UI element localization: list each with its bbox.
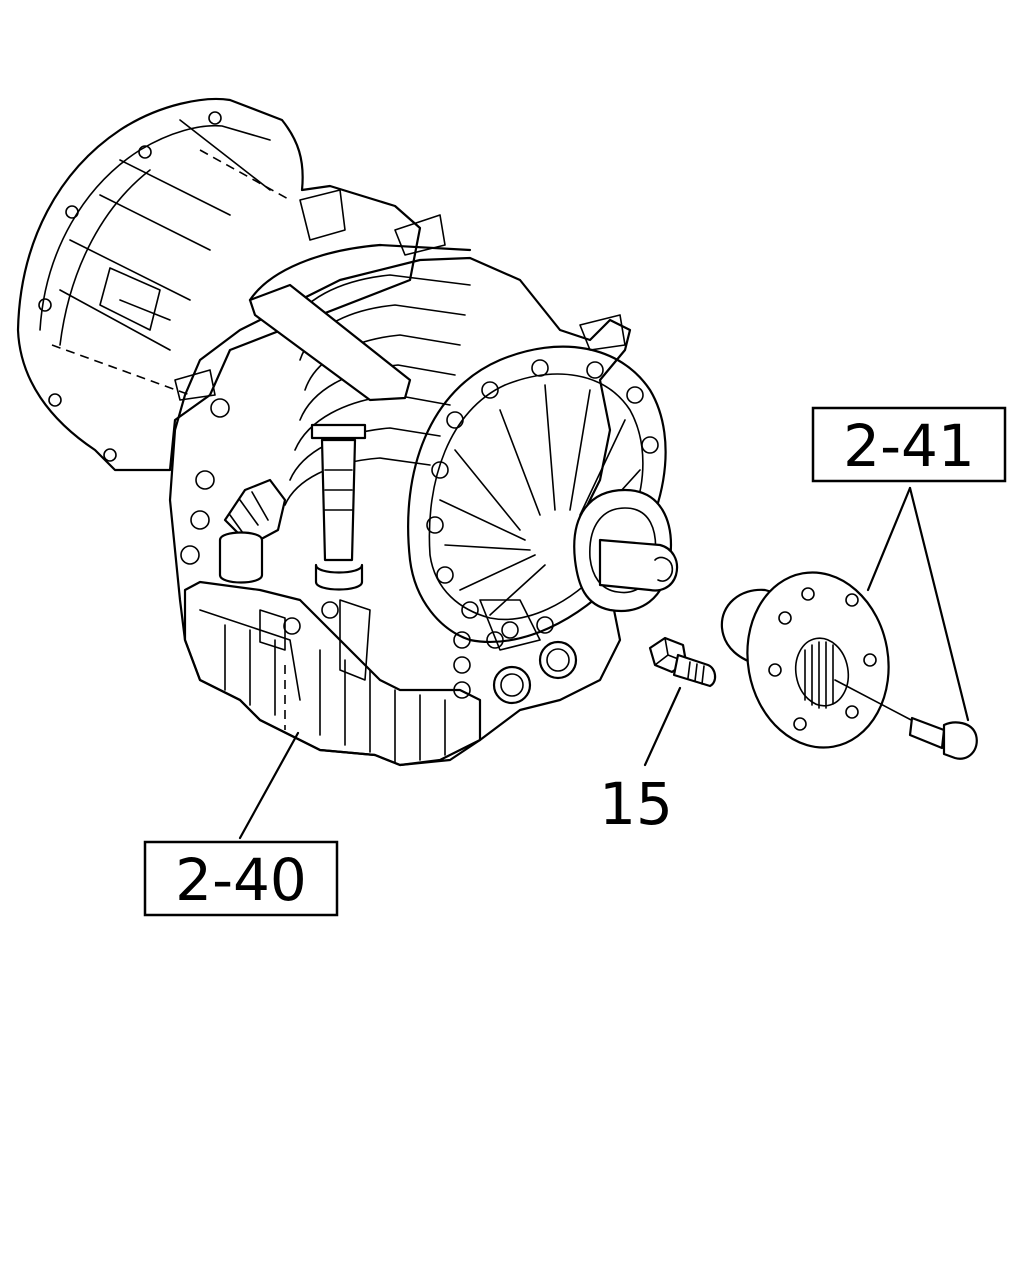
flange-bolt-part[interactable] bbox=[834, 679, 978, 760]
callout-box-2-41 bbox=[811, 406, 1007, 483]
callout-2-41[interactable]: 2-41 bbox=[811, 406, 1007, 483]
leader-lines bbox=[238, 486, 970, 840]
leader-line-2-41-a bbox=[866, 486, 912, 592]
leader-line-2-40 bbox=[238, 731, 300, 840]
callout-label-2-40: 2-40 bbox=[175, 846, 307, 914]
callout-15[interactable]: 15 bbox=[599, 770, 673, 838]
callout-label-2-41: 2-41 bbox=[843, 412, 975, 480]
leader-line-2-41-b bbox=[908, 486, 970, 722]
callout-box-2-40 bbox=[143, 840, 339, 917]
transmission-assembly[interactable] bbox=[16, 97, 679, 767]
companion-flange-part[interactable] bbox=[720, 561, 902, 759]
callout-label-15: 15 bbox=[599, 770, 673, 838]
bolt-part[interactable] bbox=[648, 636, 717, 688]
leader-line-15 bbox=[643, 686, 682, 767]
callout-2-40[interactable]: 2-40 bbox=[143, 840, 339, 917]
